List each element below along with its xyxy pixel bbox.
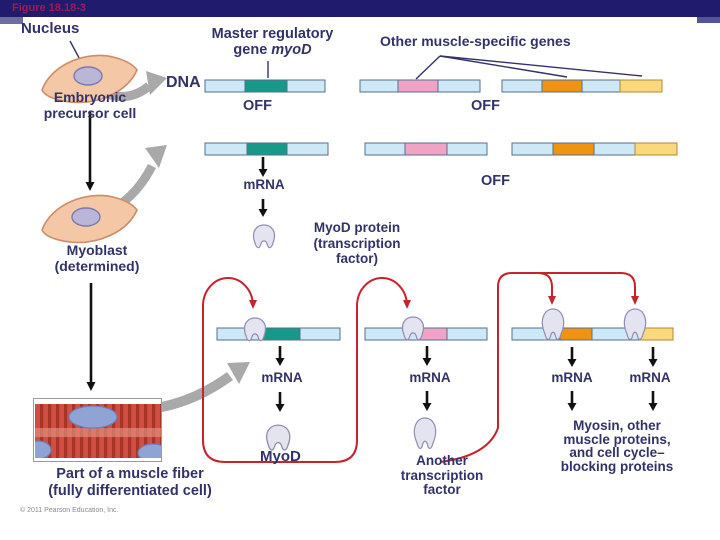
myoblast-line1: Myoblast <box>66 242 128 258</box>
gene-orange-row2 <box>552 142 595 156</box>
mrna-label-4: mRNA <box>629 370 671 385</box>
gene-myod-row1 <box>244 79 288 93</box>
fiber-nucleus-3 <box>137 443 161 458</box>
myoblast-label: Myoblast (determined) <box>27 242 167 274</box>
gene-yellow-row1 <box>619 79 663 93</box>
myod-protein-icon <box>252 224 276 249</box>
dna-row3 <box>216 327 674 341</box>
header-accent-left <box>0 17 23 24</box>
embryonic-line1: Embryonic <box>53 89 127 105</box>
another-tf-icon <box>413 417 437 449</box>
header-bar <box>0 0 720 17</box>
pointer-lines <box>69 40 643 80</box>
myod-gene-name: myoD <box>271 42 312 58</box>
nucleus-label: Nucleus <box>21 20 80 37</box>
mrna-label-myod: mRNA <box>243 177 285 192</box>
another-tf-line1: Another <box>416 453 468 468</box>
header-accent-right <box>697 17 720 23</box>
gene-yellow-row2 <box>634 142 678 156</box>
other-genes-pointer-1 <box>415 55 441 80</box>
off-status-row1-left: OFF <box>243 98 272 114</box>
red-feedback-loop-another-tf <box>439 272 639 463</box>
embryonic-nucleus <box>73 66 103 86</box>
copyright-text: © 2011 Pearson Education, Inc. <box>20 507 119 514</box>
myoblast-line2: (determined) <box>54 258 140 274</box>
embryonic-cell-illustration <box>41 54 138 104</box>
gene-myod-row3 <box>261 327 301 341</box>
embryonic-line2: precursor cell <box>43 105 137 121</box>
dna-label: DNA <box>166 74 201 91</box>
gene-myod-row2 <box>246 142 288 156</box>
fiber-nucleus-2 <box>35 440 52 458</box>
myod-protein-label: MyoD protein (transcription factor) <box>287 220 427 267</box>
another-tf-line2: transcription <box>400 467 484 483</box>
myod-protein-line3: factor) <box>335 251 378 266</box>
embryonic-cell-label: Embryonic precursor cell <box>25 89 155 121</box>
gene-orange-row3 <box>559 327 593 341</box>
red-feedback-loop-myod <box>202 277 411 463</box>
myod-product-label: MyoD <box>260 448 301 465</box>
myosin-products-label: Myosin, other muscle proteins, and cell … <box>547 419 687 473</box>
myosin-line3: and cell cycle– <box>569 445 665 460</box>
other-genes-label: Other muscle-specific genes <box>380 33 571 49</box>
myod-product-icon <box>266 424 291 451</box>
another-tf-line3: factor <box>423 482 461 497</box>
dna-row1 <box>204 79 663 93</box>
muscle-fiber-line2: (fully differentiated cell) <box>48 483 212 499</box>
gene-pink-row3 <box>419 327 448 341</box>
master-gene-word: gene <box>233 42 268 58</box>
muscle-fiber-line1: Part of a muscle fiber <box>56 466 204 482</box>
myoblast-illustration <box>41 194 138 244</box>
mrna-label-1: mRNA <box>261 370 303 385</box>
myosin-line4: blocking proteins <box>560 458 674 474</box>
black-flow-arrows <box>85 112 658 412</box>
gene-orange-row1 <box>541 79 583 93</box>
figure-label: Figure 18.18-3 <box>12 2 86 14</box>
gene-pink-row2 <box>404 142 448 156</box>
myod-protein-line1: MyoD protein <box>313 220 401 235</box>
gene-pink-row1 <box>397 79 439 93</box>
another-tf-label: Another transcription factor <box>377 453 507 498</box>
mrna-label-2: mRNA <box>409 370 451 385</box>
muscle-fiber-label: Part of a muscle fiber (fully differenti… <box>15 466 245 500</box>
fiber-nucleus-1 <box>68 405 118 429</box>
off-status-row1-right: OFF <box>471 98 500 114</box>
dna-row2 <box>204 142 678 156</box>
other-genes-pointer-2 <box>439 55 568 78</box>
myosin-line1: Myosin, other <box>573 418 661 433</box>
myoblast-nucleus <box>71 207 101 227</box>
master-gene-line1: Master regulatory <box>211 26 334 42</box>
myosin-line2: muscle proteins, <box>563 431 671 447</box>
mrna-label-3: mRNA <box>551 370 593 385</box>
myod-protein-line2: (transcription <box>313 235 401 251</box>
off-status-row2: OFF <box>481 173 510 189</box>
other-genes-pointer-3 <box>439 55 643 77</box>
muscle-fiber-illustration <box>33 398 162 462</box>
